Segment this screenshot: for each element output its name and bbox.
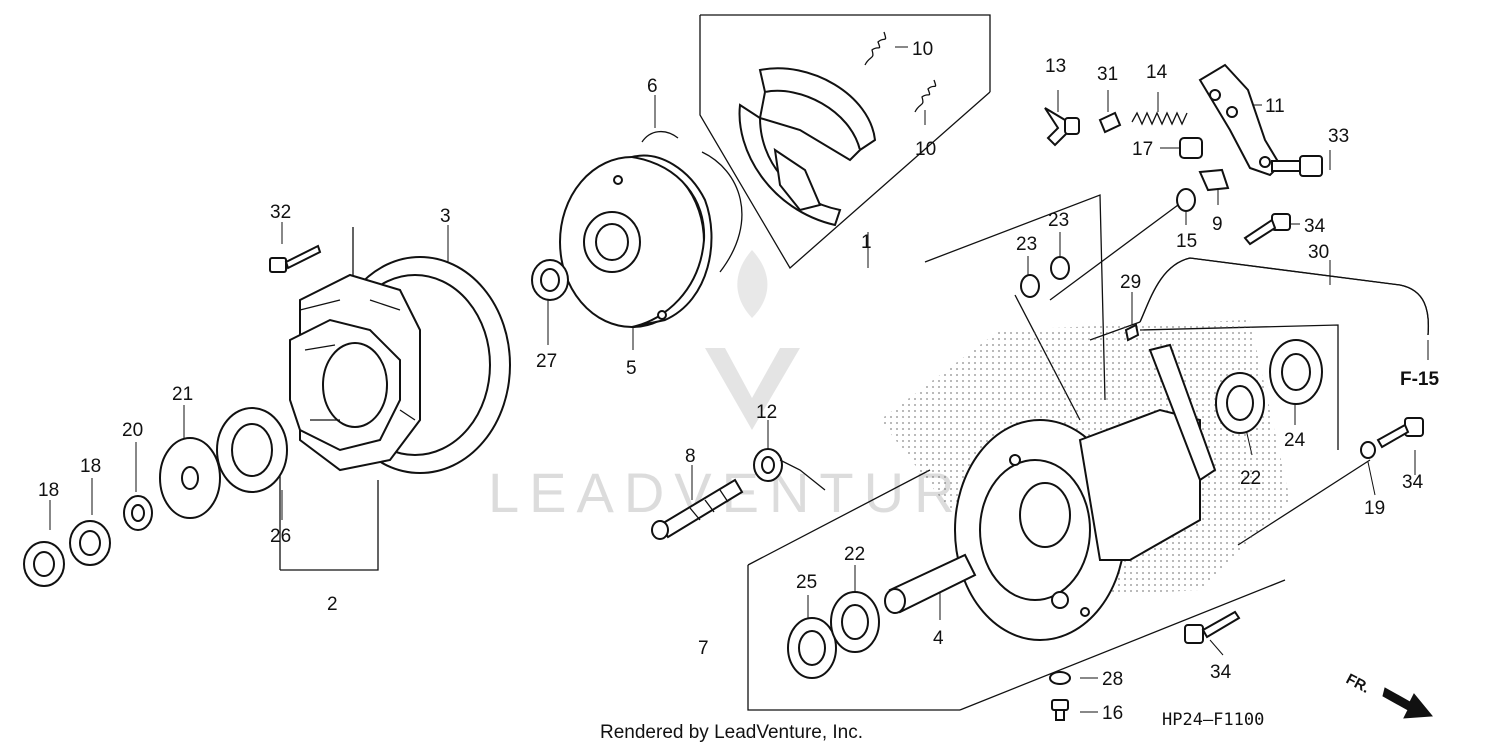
label-part-26: 26 (270, 526, 291, 547)
label-part-29: 29 (1120, 272, 1141, 293)
fitting-part-29 (1124, 323, 1140, 342)
label-part-30: 30 (1308, 242, 1329, 263)
label-part-27: 27 (536, 351, 557, 372)
bearing-part-22b (1215, 372, 1265, 434)
label-part-12: 12 (756, 402, 777, 423)
breather-tube-part-30 (1139, 257, 1430, 336)
label-part-11: 11 (1265, 96, 1285, 117)
spring-part-10b (914, 79, 937, 113)
label-part-22a: 22 (844, 544, 865, 565)
label-part-23b: 23 (1048, 210, 1069, 231)
label-part-8: 8 (685, 446, 696, 467)
label-part-10b: 10 (915, 139, 936, 160)
bolt-part-34c (1184, 610, 1241, 644)
washer-part-21 (159, 437, 221, 519)
label-part-31: 31 (1097, 64, 1118, 85)
spring-part-10a (864, 31, 887, 66)
bolt-part-34a (1243, 213, 1291, 246)
wing-nut-part-13 (1044, 107, 1080, 147)
brake-drum-part-3 (289, 256, 511, 474)
label-part-17: 17 (1132, 139, 1153, 160)
plate-part-9 (1198, 168, 1230, 192)
bolt-part-32 (269, 244, 322, 273)
label-part-28: 28 (1102, 669, 1123, 690)
bolt-part-33 (1271, 155, 1323, 177)
label-part-9: 9 (1212, 214, 1223, 235)
label-part-23a: 23 (1016, 234, 1037, 255)
washer-part-20 (123, 495, 153, 531)
spring-part-12 (753, 448, 826, 491)
credit-text: Rendered by LeadVenture, Inc. (600, 722, 863, 743)
seal-part-26 (216, 407, 288, 493)
seal-part-27 (531, 259, 569, 301)
label-part-34a: 34 (1304, 216, 1326, 237)
label-part-24: 24 (1284, 430, 1306, 451)
washer-part-19 (1360, 441, 1376, 459)
bearing-part-22a (830, 591, 880, 653)
hub-housing-part-7 (880, 320, 1290, 641)
brake-cam-part-8 (651, 478, 744, 540)
bolt-part-34b (1376, 417, 1424, 449)
label-part-14: 14 (1146, 62, 1168, 83)
pin-part-31 (1098, 111, 1122, 134)
label-part-7: 7 (698, 638, 709, 659)
label-part-4: 4 (933, 628, 944, 649)
seal-part-24 (1269, 339, 1323, 405)
label-part-2: 2 (327, 594, 338, 615)
spring-part-14 (1131, 111, 1188, 126)
brake-panel-part-5 (559, 154, 713, 328)
label-part-34c: 34 (1210, 662, 1232, 683)
label-part-10a: 10 (912, 39, 933, 60)
nut-part-17 (1179, 137, 1203, 159)
reference-label: F-15 (1400, 369, 1440, 390)
label-part-32: 32 (270, 202, 291, 223)
label-part-16: 16 (1102, 703, 1123, 724)
label-part-1: 1 (861, 232, 872, 253)
label-part-18b: 18 (38, 480, 59, 501)
label-part-3: 3 (440, 206, 451, 227)
washer-part-23a (1020, 274, 1040, 298)
label-part-20: 20 (122, 420, 143, 441)
label-part-6: 6 (647, 76, 658, 97)
washer-part-15 (1176, 188, 1196, 212)
leadventure-logo-watermark (705, 250, 800, 430)
label-part-25: 25 (796, 572, 817, 593)
label-part-15: 15 (1176, 231, 1197, 252)
direction-label: FR. (1343, 671, 1372, 697)
label-part-18a: 18 (80, 456, 101, 477)
label-part-5: 5 (626, 358, 637, 379)
washer-part-28 (1049, 671, 1071, 685)
nut-part-18a (69, 520, 111, 566)
label-part-22b: 22 (1240, 468, 1261, 489)
seal-part-25 (787, 617, 837, 679)
label-part-21: 21 (172, 384, 193, 405)
watermark: LEADVENTURE (488, 250, 1012, 524)
ring-part-6 (641, 131, 743, 273)
watermark-text: LEADVENTURE (488, 461, 1012, 524)
collar-part-4 (884, 553, 977, 614)
washer-part-23b (1050, 256, 1070, 280)
label-part-33: 33 (1328, 126, 1349, 147)
brake-shoes-part-1 (738, 67, 877, 227)
label-part-13: 13 (1045, 56, 1066, 77)
nut-part-18b (23, 541, 65, 587)
bolt-part-16 (1051, 699, 1069, 721)
part-labels: 1 2 3 4 5 6 7 8 9 10 10 11 12 13 14 15 1… (38, 39, 1424, 724)
diagram-code: HP24—F1100 (1162, 710, 1264, 730)
front-direction-arrow: FR. (1343, 671, 1433, 719)
label-part-19: 19 (1364, 498, 1385, 519)
label-part-34b: 34 (1402, 472, 1424, 493)
bracket-part-11 (1198, 63, 1282, 177)
